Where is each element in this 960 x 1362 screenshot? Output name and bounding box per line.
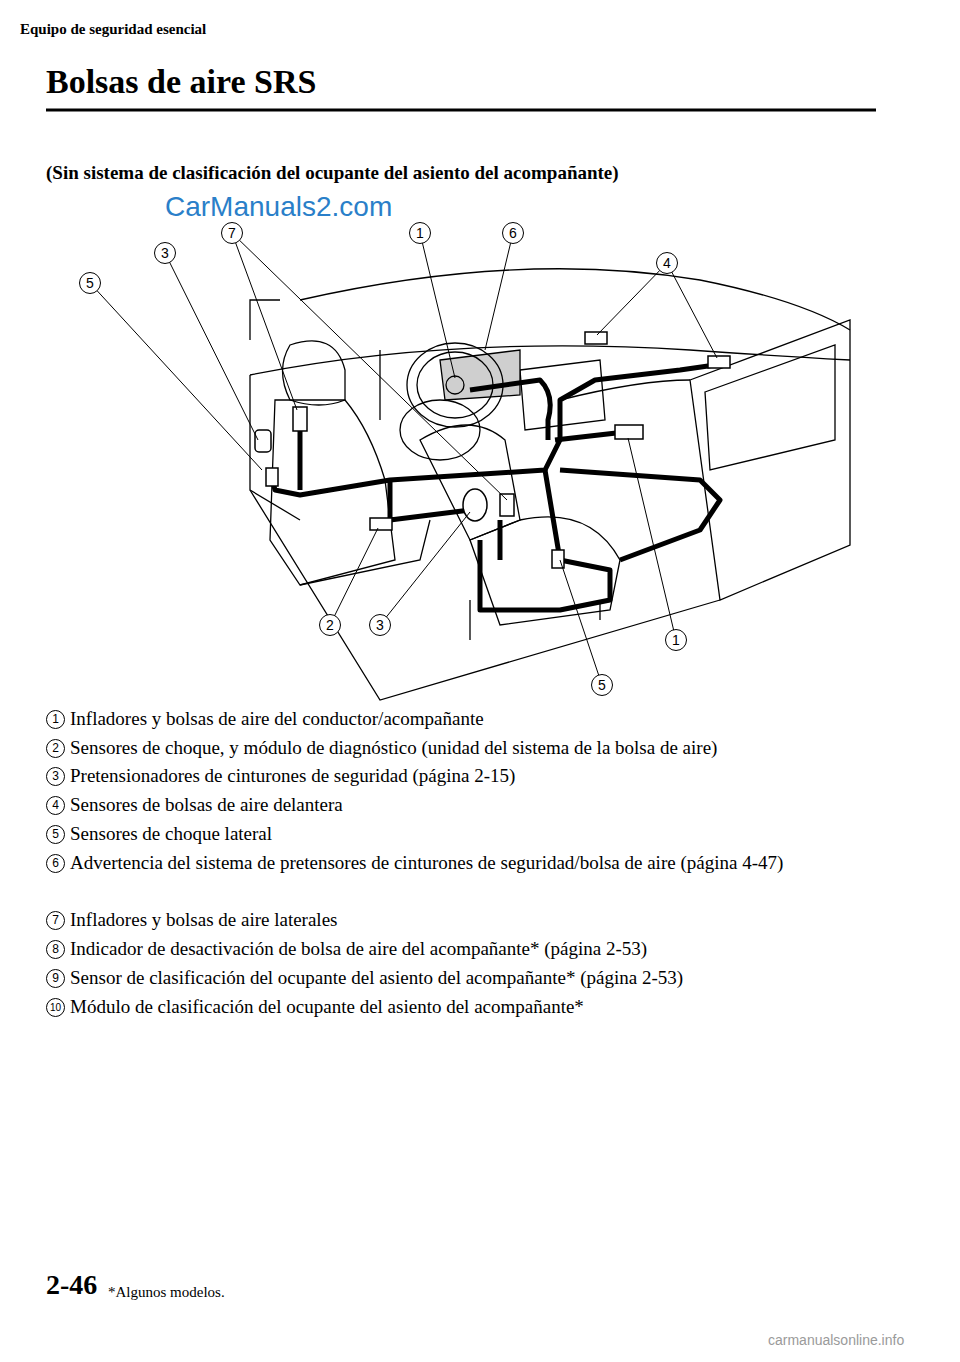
list-number: 10 bbox=[46, 998, 65, 1017]
list-number: 1 bbox=[46, 710, 65, 729]
list-text: Pretensionadores de cinturones de seguri… bbox=[70, 762, 800, 790]
list-text: Indicador de desactivación de bolsa de a… bbox=[70, 935, 800, 963]
callout-number: 3 bbox=[369, 614, 391, 636]
callout-number: 2 bbox=[319, 614, 341, 636]
callout-number: 1 bbox=[665, 629, 687, 651]
leader-lines bbox=[90, 233, 717, 685]
callout-number: 7 bbox=[221, 222, 243, 244]
list-number: 5 bbox=[46, 825, 65, 844]
list-number: 2 bbox=[46, 739, 65, 758]
callout-number: 6 bbox=[502, 222, 524, 244]
list-text: Módulo de clasificación del ocupante del… bbox=[70, 993, 800, 1021]
list-number: 8 bbox=[46, 940, 65, 959]
list-number: 6 bbox=[46, 854, 65, 873]
list-text: Sensores de choque, y módulo de diagnóst… bbox=[70, 734, 800, 762]
list-text: Advertencia del sistema de pretensores d… bbox=[70, 849, 800, 877]
watermark: CarManuals2.com bbox=[165, 190, 392, 224]
list-number: 4 bbox=[46, 796, 65, 815]
callout-number: 4 bbox=[656, 252, 678, 274]
list-text: Sensor de clasificación del ocupante del… bbox=[70, 964, 800, 992]
watermark: carmanualsonline.info bbox=[768, 1332, 904, 1349]
car-interior-outline bbox=[250, 269, 850, 700]
list-text: Sensores de choque lateral bbox=[70, 820, 800, 848]
list-number: 3 bbox=[46, 767, 65, 786]
page-title: Bolsas de aire SRS bbox=[46, 62, 316, 103]
figure-subtitle: (Sin sistema de clasificación del ocupan… bbox=[46, 162, 619, 185]
list-text: Infladores y bolsas de aire laterales bbox=[70, 906, 800, 934]
section-header: Equipo de seguridad esencial bbox=[20, 20, 206, 38]
list-text: Infladores y bolsas de aire del conducto… bbox=[70, 705, 800, 733]
callout-number: 1 bbox=[409, 222, 431, 244]
list-number: 9 bbox=[46, 969, 65, 988]
airbag-wiring bbox=[270, 365, 720, 610]
callout-number: 5 bbox=[591, 674, 613, 696]
callout-number: 5 bbox=[79, 272, 101, 294]
callout-number: 3 bbox=[154, 242, 176, 264]
footnote: *Algunos modelos. bbox=[108, 1283, 225, 1301]
list-text: Sensores de bolsas de aire delantera bbox=[70, 791, 800, 819]
header-rule bbox=[46, 109, 876, 112]
page-number: 2-46 bbox=[46, 1268, 97, 1302]
component-blocks bbox=[255, 332, 730, 568]
list-number: 7 bbox=[46, 911, 65, 930]
